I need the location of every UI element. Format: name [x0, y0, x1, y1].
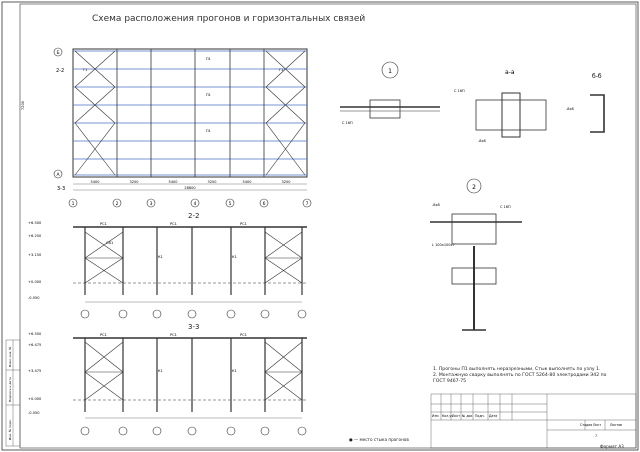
label-brace: Г1	[83, 68, 87, 72]
node-2-plate: -8x8	[432, 203, 440, 207]
dim-bay-3: 5400	[169, 180, 178, 184]
elev-2-0: +6.500	[28, 221, 42, 225]
elev-2-4: -0.550	[28, 296, 40, 300]
note-2: 2. Монтажную сварку выполнять по ГОСТ 52…	[433, 373, 607, 378]
label-column-3: К1	[232, 255, 237, 259]
dim-bay-6: 3200	[282, 180, 291, 184]
label-rafter-2: РС1	[100, 222, 107, 226]
stamp-col-6: Дата	[489, 414, 497, 418]
dim-overall: 28800	[184, 186, 195, 190]
axis-num-3: 3	[150, 201, 153, 207]
label-purlin: П1	[206, 57, 211, 61]
section-b-b-plate: -8x8	[566, 107, 574, 111]
axis-label-a: А	[56, 172, 60, 178]
section-2-2-view: +6.500 +6.250 +3.150 +0.000 -0.550 РС1 Р…	[28, 221, 307, 319]
dim-bay-5: 5400	[243, 180, 252, 184]
label-column-2: К1	[158, 255, 163, 259]
margin-label-3: Взам. инв. №	[8, 347, 12, 367]
section-2-2-title: 2-2	[188, 212, 200, 220]
axis-num-5: 5	[229, 201, 232, 207]
node-1-detail: 1 С 16П	[340, 61, 440, 125]
node-1-label: 1	[388, 68, 392, 75]
inner-frame	[19, 3, 637, 449]
section-3-3-title: 3-3	[188, 323, 200, 331]
elev-2-3: +0.000	[28, 280, 42, 284]
label-rafter-7: РС1	[240, 333, 247, 337]
elev-3-4: -0.550	[28, 411, 40, 415]
stamp-col-4: № док	[462, 414, 472, 418]
dim-bay-2: 3200	[130, 180, 139, 184]
format-label: Формат А3	[600, 444, 624, 449]
section-a-a-plate: -8x8	[478, 139, 486, 143]
margin-stamp	[5, 339, 21, 447]
plan-view: Б А 1 2 3 4 5 6 7 5400 3200 5400 3200 54…	[21, 47, 312, 208]
section-3-3-view: +6.500 +6.475 +3.475 +0.000 -0.550 РС1 Р…	[28, 332, 307, 436]
section-a-a-label: а-а	[505, 69, 515, 76]
section-a-a-profile: С 16П	[454, 89, 465, 93]
stamp-field-1: Стадия	[580, 423, 592, 427]
axis-num-6: 6	[263, 201, 266, 207]
stamp-col-3: Лист	[452, 414, 460, 418]
stamp-col-1: Изм	[432, 414, 439, 418]
axis-num-4: 4	[194, 201, 197, 207]
note-1: 1. Прогоны П1 выполнять неразрезными. Ст…	[433, 367, 601, 372]
section-a-a-detail: а-а С 16П -8x8	[454, 69, 547, 143]
node-1-profile: С 16П	[342, 121, 353, 125]
section-b-b-detail: б-б -8x8	[566, 73, 605, 133]
general-notes: 1. Прогоны П1 выполнять неразрезными. Ст…	[433, 367, 606, 385]
stamp-sheet-no: 7	[595, 434, 597, 438]
legend: ● — место стыка прогонов	[349, 437, 409, 442]
axis-num-1: 1	[72, 201, 75, 207]
stamp-col-2: Кол.уч	[442, 414, 453, 418]
stamp-field-2: Лист	[593, 423, 601, 427]
margin-label-2: Подпись и дата	[8, 377, 12, 402]
section-b-b-label: б-б	[592, 73, 602, 80]
axis-num-2: 2	[116, 201, 119, 207]
purlin-lines	[73, 50, 307, 176]
title-block	[430, 393, 637, 449]
label-column-5: К1	[232, 369, 237, 373]
axis-num-7: 7	[306, 201, 309, 207]
label-purlin-2: П1	[206, 93, 211, 97]
elev-3-0: +6.500	[28, 332, 42, 336]
node-2-detail: 2 L 100x100x7 С 16П -8x8	[430, 178, 522, 331]
bracing-cross	[74, 50, 306, 176]
elev-3-2: +3.475	[28, 369, 41, 373]
axis-bubbles-letters	[53, 47, 63, 179]
stamp-field-3: Листов	[610, 423, 622, 427]
dim-bay-4: 3200	[208, 180, 217, 184]
section-marker-3: 3-3	[57, 186, 65, 192]
drawing-title: Схема расположения прогонов и горизонтал…	[92, 14, 366, 24]
margin-label-1: Инв. № подл.	[8, 419, 12, 440]
elev-2-2: +3.150	[28, 253, 42, 257]
elev-2-1: +6.250	[28, 234, 42, 238]
stamp-col-5: Подп.	[475, 414, 485, 418]
section-marker-2: 2-2	[56, 68, 64, 74]
label-rafter-3: РС1	[170, 222, 177, 226]
node-2-channel: С 16П	[500, 205, 511, 209]
label-purlin-3: П1	[206, 129, 211, 133]
note-3: ГОСТ 9467-75	[433, 379, 467, 384]
label-rafter-5: РС1	[100, 333, 107, 337]
label-tie-2: СВ1	[106, 241, 113, 245]
label-rafter-4: РС1	[240, 222, 247, 226]
node-2-angle: L 100x100x7	[432, 243, 455, 247]
elev-3-1: +6.475	[28, 343, 41, 347]
dim-bay-1: 5400	[91, 180, 100, 184]
axis-label-b: Б	[56, 50, 59, 56]
label-rafter-6: РС1	[170, 333, 177, 337]
elev-3-3: +0.000	[28, 397, 42, 401]
label-brace-2: Г1	[279, 68, 283, 72]
node-2-label: 2	[472, 184, 476, 191]
dim-width: 7200	[21, 101, 25, 110]
label-column-4: К1	[158, 369, 163, 373]
